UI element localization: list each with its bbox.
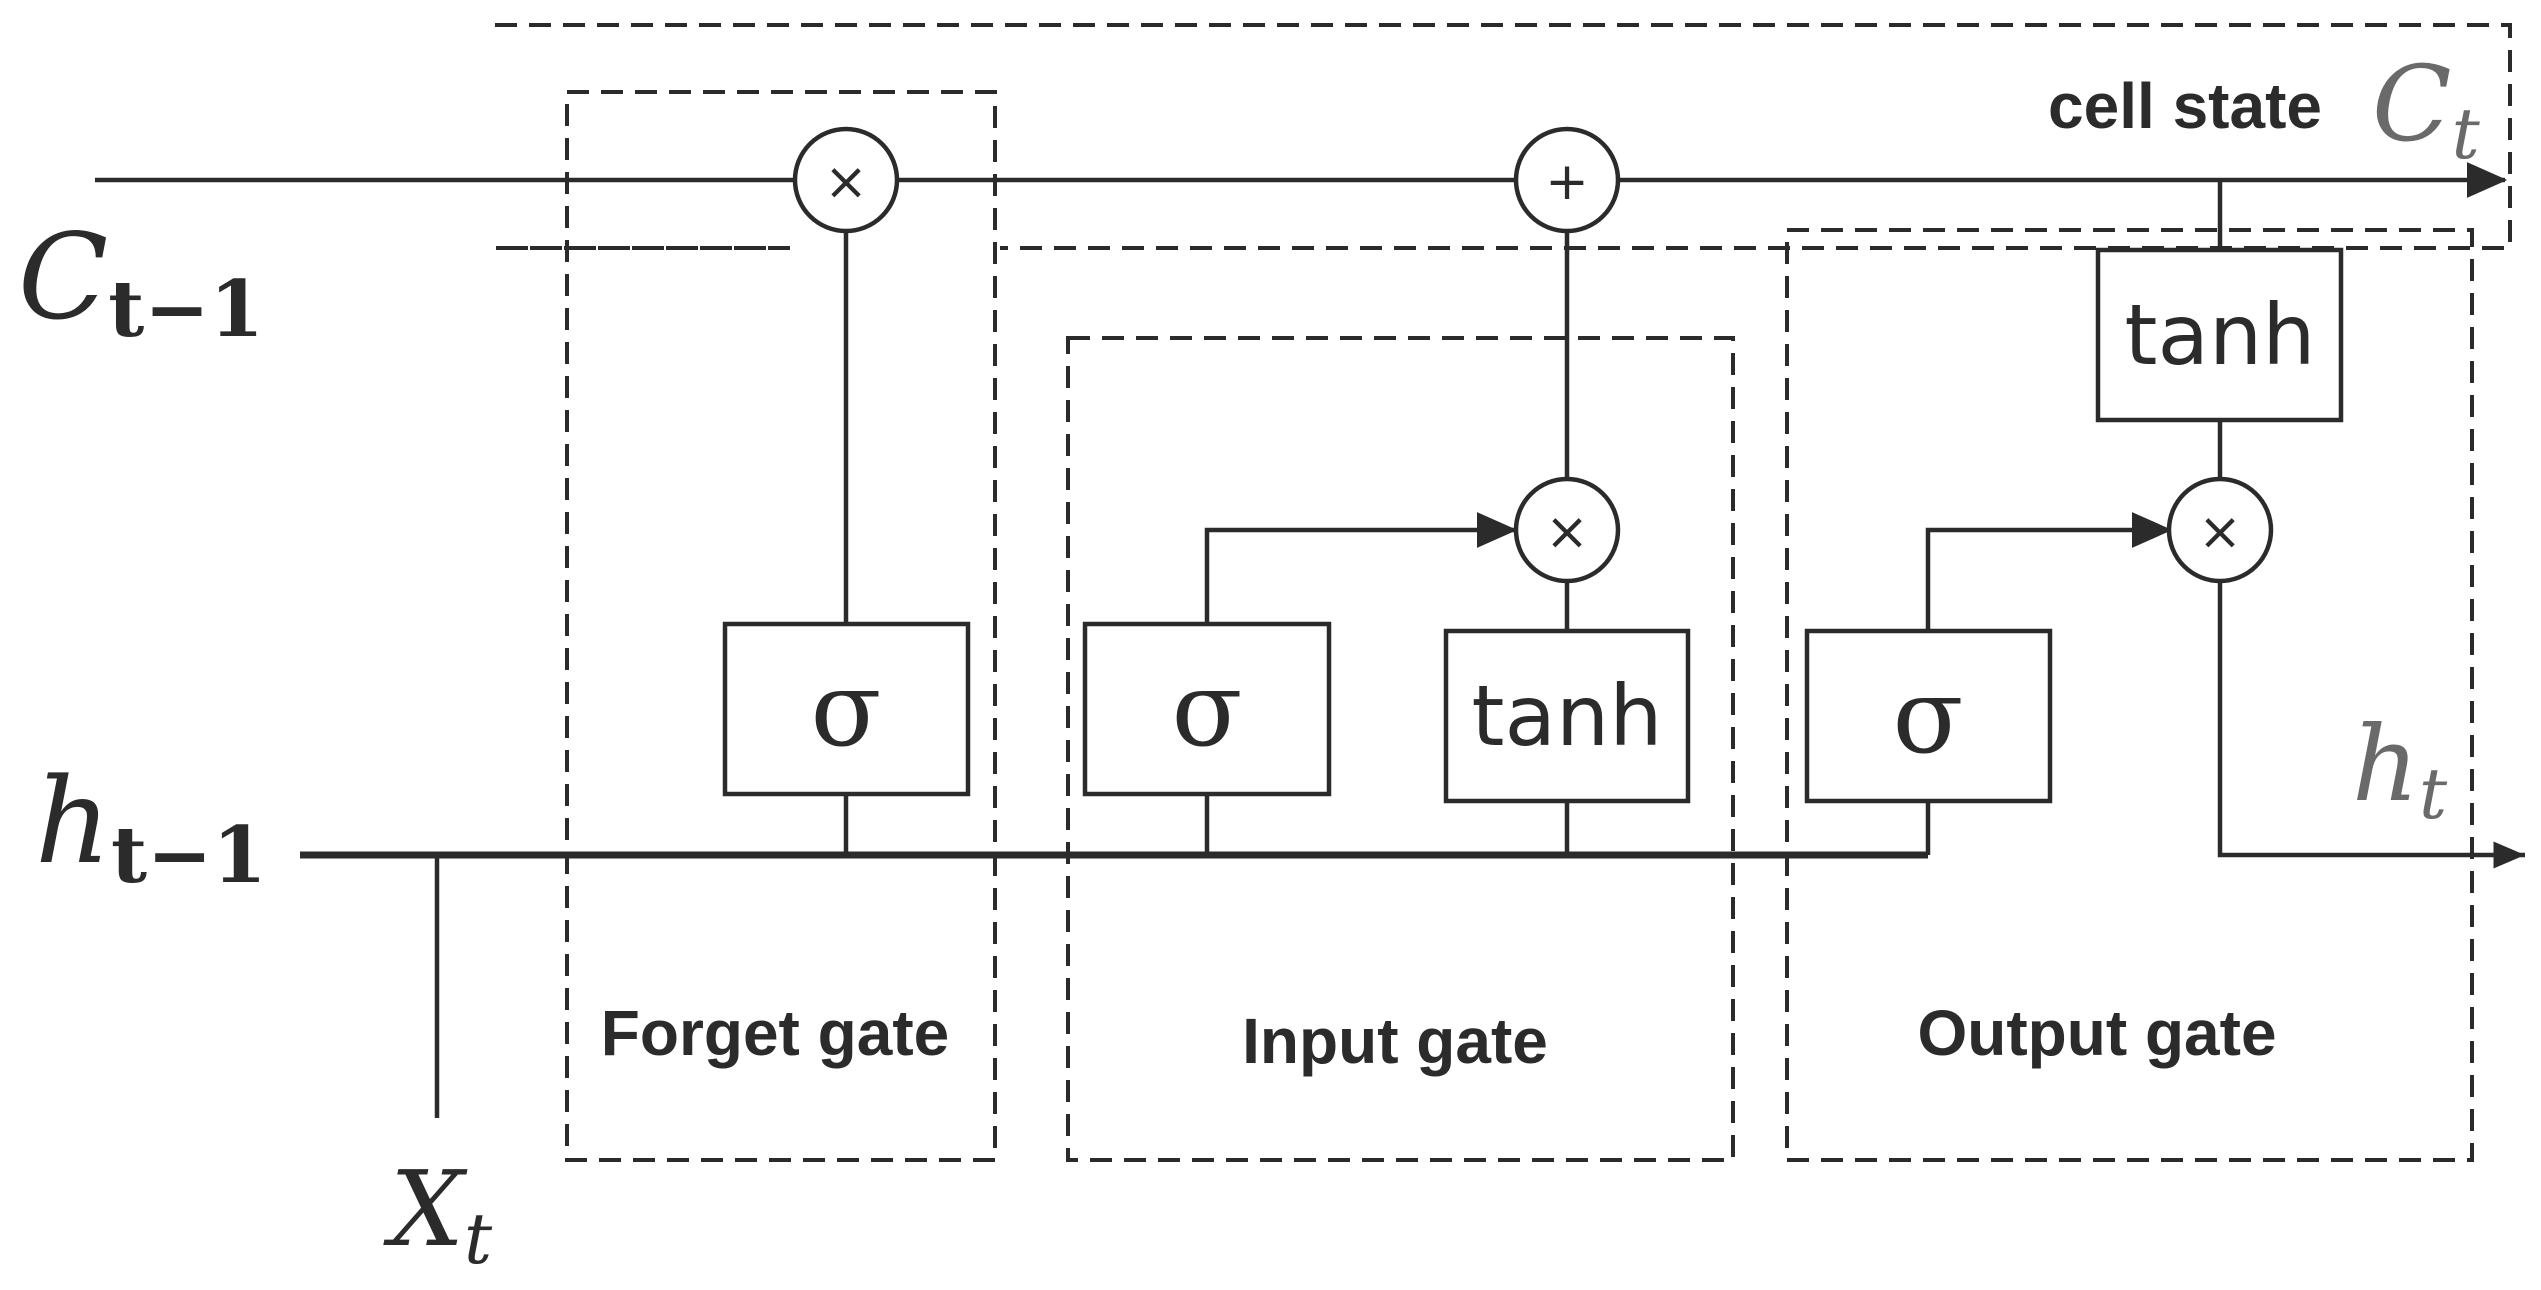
x-t-label: Xt (383, 1148, 493, 1280)
input-gate-label: Input gate (1242, 1005, 1548, 1077)
output-multiply-node: × (2166, 476, 2274, 584)
multiply-icon: × (824, 152, 868, 212)
c-t-label: Ct (2372, 43, 2481, 175)
c-prev-label: Ct−1 (18, 208, 264, 355)
input-sigma-arrow (1204, 512, 1518, 624)
hidden-output-line (2217, 580, 2525, 869)
multiply-icon: × (1545, 502, 1589, 562)
h-t-label: ht (2352, 703, 2448, 835)
multiply-icon: × (2198, 502, 2242, 562)
output-sigma-label: σ (1893, 655, 1964, 777)
h-prev-label: ht−1 (35, 752, 267, 901)
output-tanh-block: tanh (2095, 247, 2344, 423)
input-tanh-label: tanh (1472, 667, 1663, 765)
output-sigma-block: σ (1804, 628, 2053, 804)
plus-icon: + (1545, 152, 1589, 212)
output-gate-frame (1785, 228, 2474, 1162)
input-sigma-label: σ (1172, 648, 1243, 770)
output-tanh-label: tanh (2125, 286, 2316, 384)
forget-gate-frame (565, 90, 997, 1162)
input-sigma-block: σ (1082, 621, 1332, 797)
forget-gate-label: Forget gate (601, 997, 949, 1069)
input-multiply-node: × (1513, 476, 1621, 584)
output-gate-label: Output gate (1917, 997, 2276, 1069)
forget-sigma-label: σ (811, 648, 882, 770)
input-tanh-block: tanh (1443, 628, 1691, 804)
cell-state-label: cell state (2048, 70, 2322, 142)
forget-sigma-block: σ (722, 621, 971, 797)
cell-add-node: + (1513, 126, 1621, 234)
cell-state-frame (495, 23, 2512, 250)
forget-multiply-node: × (792, 126, 900, 234)
input-gate-frame (1066, 336, 1735, 1162)
